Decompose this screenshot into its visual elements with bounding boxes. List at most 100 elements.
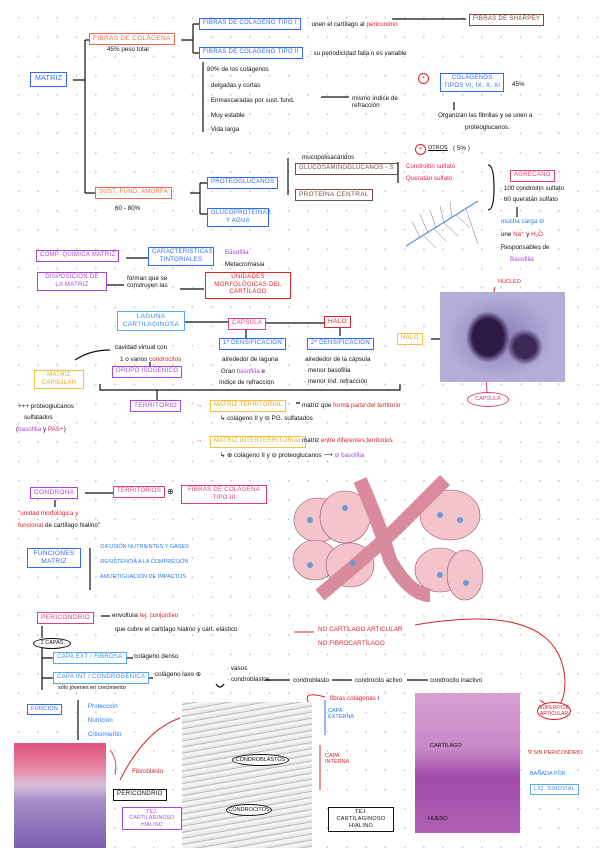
condroblastos-item: · condroblastos [227, 676, 271, 683]
territorios-box: Territorios [113, 486, 166, 498]
y-text: y [41, 426, 48, 433]
pericondrio-word: pericondrio [366, 21, 398, 28]
d1-text: e [259, 368, 265, 375]
matriz-interterritorial-box: Matriz interterritorial [210, 436, 306, 448]
hueso-label: Hueso [428, 816, 448, 822]
capsula-label: Cápsula [467, 392, 509, 407]
pericondrio-desc: que cubre el cartílago hialino y cart. e… [115, 626, 238, 633]
agrecano-item: · 60 queratán sulfato [500, 196, 558, 203]
funciones-box: Funciones matriz [27, 548, 81, 569]
fibras-colagena-box: Fibras de colágena [89, 33, 175, 46]
pericondrio-label-box: Pericondrio [113, 789, 167, 801]
d2-item: · menor basofilia [304, 367, 351, 374]
mt-text: matriz que [302, 402, 334, 409]
basofilia-item: · Basofilia [221, 249, 249, 256]
funcion-box: Función [27, 704, 63, 715]
mi-desc: matriz entre diferentes territorios [302, 437, 393, 444]
basofilia-word: basofilia [236, 368, 260, 375]
pericondrio-text: envoltura [112, 612, 140, 619]
condrona-diagram [292, 475, 484, 602]
tipo1-box: Fibras de colágeno tipo I [199, 18, 301, 30]
d2-desc: alrededor de la cápsula [305, 356, 371, 363]
agrecano-item: · 100 condroitín sulfato [500, 185, 565, 192]
histology-image-1 [14, 743, 106, 848]
mucopolisacaridos: mucopolisacáridos [302, 154, 355, 161]
laguna-micrograph [440, 292, 565, 382]
basofilia-word: Basofilia [510, 256, 534, 263]
banada-por: Bañada por [530, 771, 566, 777]
tipo2-item: 80% de los colágenos [207, 66, 269, 73]
d1-desc: alrededor de laguna [222, 356, 279, 363]
mt-sub: ↳ colágeno II y ⊖ PG. sulfatados [220, 415, 313, 422]
une-item: · une Na⁺ y H₂O [497, 231, 543, 238]
funcion-item: · Difusión nutrientes y gases [97, 544, 189, 550]
halo-label-box: Halo [397, 333, 423, 345]
basofilia-word: basofilia [18, 426, 42, 433]
glucoproteinas-box: Glucoproteínas y agua [207, 208, 271, 227]
mi-sub-text: ↳ ⊕ colágeno II y ⊖ proteoglucanos ⟶ [220, 452, 333, 459]
mi-red-text: entre diferentes territorios [320, 437, 393, 444]
funcion-item: · Resistencia a la compresión [97, 559, 189, 565]
d1-item: índice de refracción [219, 379, 274, 386]
mi-sub: ↳ ⊕ colágeno II y ⊖ proteoglucanos ⟶ ⊖ b… [220, 452, 364, 459]
liquido-sinovial-box: Líq. sinovial [530, 784, 580, 795]
sin-pericondrio: ∇ sin pericondrio [528, 750, 583, 756]
colagenos-box: Colágenostipos VI, IX, X, XI [440, 73, 505, 92]
mc-desc: sulfatados [24, 414, 53, 421]
arrow-icon: → [196, 437, 203, 444]
colagenos-pct: 45% [512, 81, 525, 88]
capa-int-sub: sólo jóvenes en crecimiento [58, 685, 126, 691]
plus-icon: + [418, 73, 429, 84]
mc-desc: +++ proteoglucanos [18, 403, 74, 410]
responsables-item: · Responsables de [497, 244, 550, 251]
na-text: Na⁺ [513, 231, 525, 238]
densificacion2-box: 2ª densificación [307, 338, 375, 350]
sust-fund-box: Sust. fund. amorfa [95, 187, 173, 199]
h2o-text: H₂O [531, 231, 544, 238]
unidades-box: Unidades morfológicas del cartílago [205, 272, 291, 299]
pericondrio-drawing [182, 702, 312, 848]
disposicion-box: Disposición de la matriz [37, 272, 107, 291]
caracteristicas-box: Características tintoriales [148, 247, 214, 266]
d2-item: · menor índ. refracción [304, 378, 368, 385]
plus-icon: ⊕ [167, 487, 174, 496]
tej-conj-word: tej. conjuntivo [139, 612, 179, 619]
tipo1-desc-text: : unen el cartílago al [308, 21, 367, 28]
condrocitos-label: Condrocitos [226, 804, 272, 816]
comp-quimica-box: Comp. química matriz [36, 250, 120, 262]
chain-item: condroblasto [293, 677, 330, 684]
plus-icon: + [415, 144, 426, 155]
metacromasia-item: · Metacromasia [221, 261, 265, 268]
y-text: y [524, 231, 532, 238]
fibras-pct: 45% peso total [107, 46, 149, 53]
colagenos-desc: proteoglucanos. [465, 124, 510, 131]
refraccion-note: mismo índice de refracción [352, 95, 398, 110]
tipo2-box: Fibras de colágeno tipo II [199, 47, 303, 59]
densificacion1-box: 1ª densificación [219, 338, 287, 350]
agrecano-box: Agrecano [510, 170, 555, 182]
fibras-col-label: fibras colágenas I [330, 695, 380, 702]
laguna-box: Laguna cartilaginosa [117, 311, 185, 332]
condrona-text: de cartílago hialino" [43, 522, 101, 529]
articular-cartilage-image [415, 693, 520, 833]
capa-int-desc: colágeno laxo ⊕ [155, 671, 201, 678]
colagenos-tipos: tipos VI, IX, X, XI [444, 82, 501, 89]
fibras-tipo3-box: Fibras de colágena tipo III [181, 485, 267, 504]
condrona-box: Condrona [30, 487, 79, 500]
gag-item: · Condroitín sulfato [402, 163, 456, 170]
chain-item: condrocito inactivo [430, 677, 483, 684]
colagenos-desc: Organizan las fibrillas y se unen a [438, 112, 533, 119]
nucleo-label: Núcleo [498, 279, 521, 285]
pericondrio-box: Pericondrio [37, 612, 95, 625]
gag-item: · Queratán sulfato [402, 175, 453, 182]
funcion-item: · Amortiguación de impactos [97, 574, 186, 580]
capa-interna-label: Capa interna [325, 753, 350, 766]
sharpey-box: Fibras de Sharpey [469, 14, 545, 26]
colagenos-label: Colágenos [451, 75, 493, 81]
matriz-box: Matriz [30, 72, 68, 87]
territorio-box: Territorio [130, 400, 181, 413]
funcion-item: · Nutrición [84, 717, 113, 724]
laguna-desc-text: 1 o varios [120, 356, 150, 363]
cartilago-label: Cartílago [430, 743, 462, 749]
tipo2-item: · Enmascaradas por sust. fund. [207, 97, 295, 104]
